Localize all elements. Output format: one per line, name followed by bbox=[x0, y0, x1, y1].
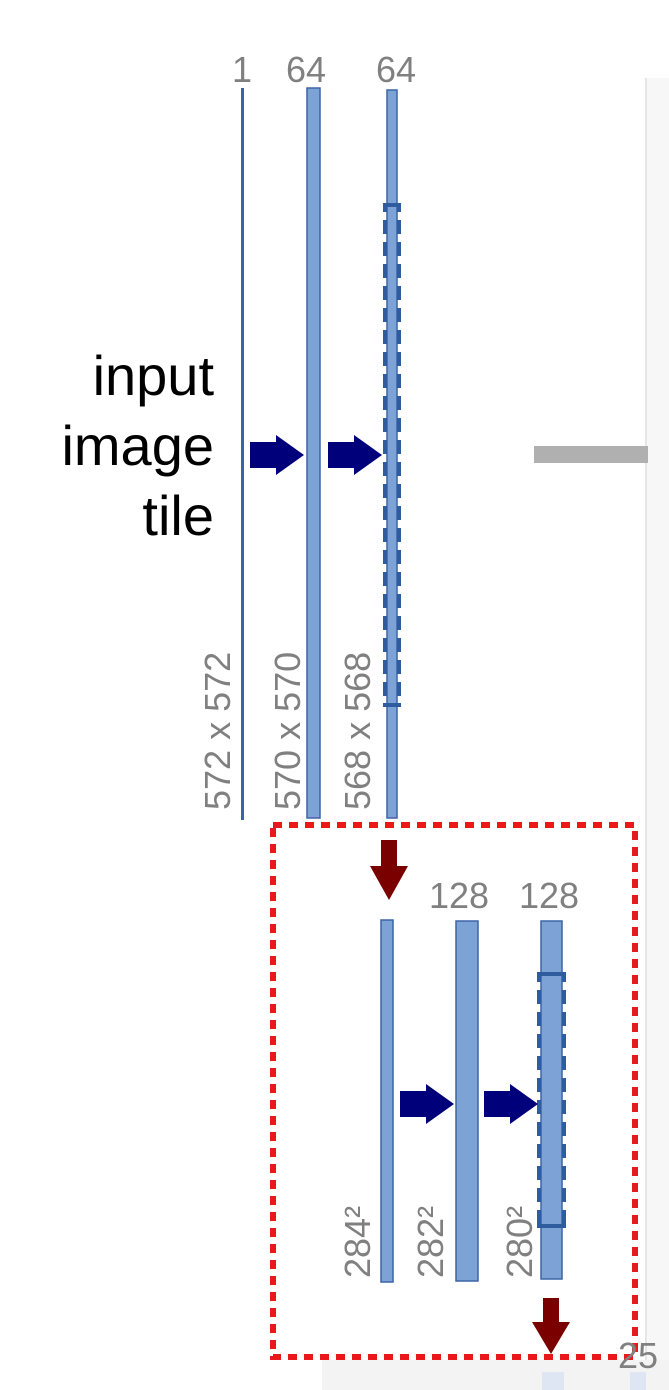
feature-map-pooled bbox=[380, 919, 394, 1283]
conv-arrow-icon bbox=[484, 1084, 538, 1124]
level2-size-label: 280² bbox=[499, 1206, 540, 1278]
copy-crop-link bbox=[534, 446, 648, 463]
level2-size-label: 282² bbox=[410, 1206, 451, 1278]
crop-region-dashed bbox=[383, 703, 401, 707]
pool-arrow-icon bbox=[532, 1298, 570, 1354]
next-level-map-stub bbox=[630, 1372, 646, 1390]
conv-arrow-icon bbox=[400, 1084, 454, 1124]
crop-region-dashed bbox=[537, 972, 566, 976]
bottom-panel-strip bbox=[322, 1360, 669, 1390]
level1-size-label: 572 x 572 bbox=[197, 652, 238, 810]
highlight-box bbox=[270, 822, 638, 1360]
pool-arrow-icon bbox=[370, 840, 408, 900]
level1-size-label: 568 x 568 bbox=[337, 652, 378, 810]
input-label-line: input bbox=[93, 344, 215, 407]
conv-arrow-icon bbox=[328, 435, 382, 475]
level2-channel-label: 128 bbox=[429, 875, 489, 916]
level2-size-label: 284² bbox=[337, 1206, 378, 1278]
level1-channel-label: 64 bbox=[376, 49, 416, 90]
next-level-map-stub bbox=[542, 1372, 564, 1390]
feature-map-64a bbox=[306, 87, 321, 819]
input-feature-map bbox=[241, 88, 244, 820]
crop-region-dashed bbox=[383, 204, 387, 706]
crop-region-dashed bbox=[397, 204, 401, 706]
level2-channel-label: 128 bbox=[519, 875, 579, 916]
conv-arrow-icon bbox=[250, 435, 304, 475]
input-label-line: tile bbox=[142, 484, 214, 547]
crop-region-dashed bbox=[537, 975, 541, 1225]
crop-region-dashed bbox=[537, 1224, 566, 1228]
crop-region-dashed bbox=[562, 975, 566, 1225]
level1-channel-label: 64 bbox=[286, 49, 326, 90]
level1-channel-label: 1 bbox=[232, 49, 252, 90]
input-label-line: image bbox=[61, 414, 214, 477]
truncated-channel-label: 25 bbox=[618, 1335, 658, 1376]
feature-map-128a bbox=[455, 920, 479, 1282]
crop-region-dashed bbox=[383, 203, 401, 207]
feature-map-64b bbox=[386, 89, 398, 819]
level1-size-label: 570 x 570 bbox=[267, 652, 308, 810]
neighbor-panel-edge bbox=[646, 78, 669, 1390]
